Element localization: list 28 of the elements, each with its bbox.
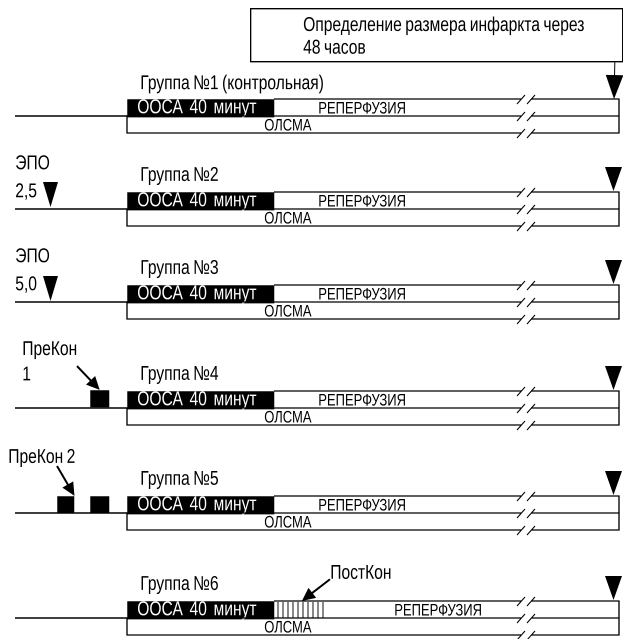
group-heading: Группа №6 [142, 576, 218, 594]
callout-text: ПреКон 1 [23, 341, 76, 380]
note-box: Определение размера инфаркта через 48 часов [250, 8, 623, 62]
callout-text: ПреКон 2 [10, 448, 75, 468]
group-heading: Группа №1 (контрольная) [142, 74, 323, 94]
group-heading: Группа №4 [142, 366, 218, 384]
hatched-segment [278, 602, 324, 618]
reperfusion-bar: РЕПЕРФУЗИЯ [274, 390, 620, 408]
occlusion-bar: ООСА 40 минут [127, 192, 274, 210]
callout-text: ПостКон [332, 565, 390, 579]
dose-label: ЭПО 5,0 [16, 248, 50, 293]
occlusion-bar: ООСА 40 минут [127, 391, 274, 410]
filled-square [90, 390, 110, 408]
dose-label: ЭПО 2,5 [16, 155, 50, 200]
occlusion-bar: ООСА 40 минут [127, 285, 274, 304]
occlusion-bar: ООСА 40 минут [127, 99, 274, 118]
occlusion-bar: ООСА 40 минут [127, 496, 274, 514]
reperfusion-bar: РЕПЕРФУЗИЯ [274, 284, 620, 302]
reperfusion-bar: РЕПЕРФУЗИЯ [274, 191, 620, 209]
reperfusion-bar: РЕПЕРФУЗИЯ [274, 98, 620, 116]
occlusion-bar: ООСА 40 минут [127, 601, 274, 620]
filled-square [57, 496, 74, 514]
filled-square [90, 496, 110, 514]
group-heading: Группа №2 [142, 166, 218, 186]
reperfusion-bar: РЕПЕРФУЗИЯ [274, 495, 620, 513]
reperfusion-bar: РЕПЕРФУЗИЯ [274, 600, 620, 618]
group-heading: Группа №5 [142, 471, 218, 489]
group-heading: Группа №3 [142, 260, 218, 278]
